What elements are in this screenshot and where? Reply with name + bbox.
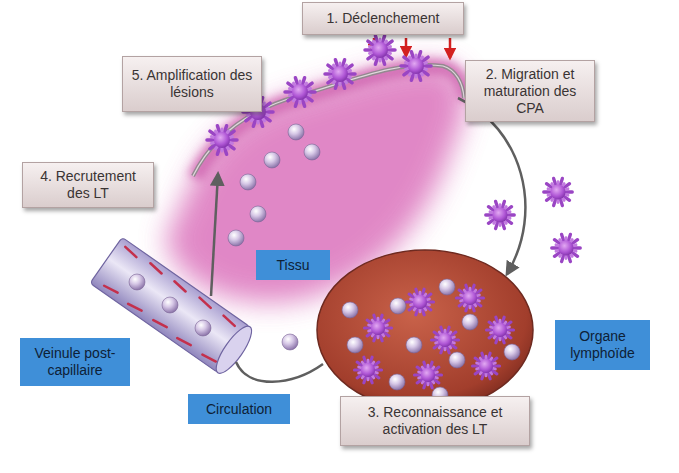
node-text: 2. Migration et maturation des CPA (474, 66, 586, 116)
dendritic-cell (407, 289, 434, 315)
recruitment-arrow (211, 174, 218, 296)
region-label: Veinule post-capillaire (20, 338, 130, 386)
lymphocyte (449, 352, 465, 368)
lymphocyte (304, 144, 320, 160)
migration-arrow (458, 98, 525, 274)
dendritic-cell (365, 36, 395, 65)
lymphocyte (129, 274, 145, 290)
region-label: Circulation (188, 394, 290, 424)
step-box: 4. Recrutement des LT (22, 162, 154, 208)
lymphocyte (439, 279, 455, 295)
dendritic-cell (432, 327, 459, 353)
region-label: Tissu (256, 250, 330, 280)
lymphocyte (240, 174, 256, 190)
step-box: 2. Migration et maturation des CPA (465, 60, 595, 122)
circulation-line (236, 362, 323, 382)
dendritic-cell (401, 52, 431, 81)
region-label: Organe lymphoïde (555, 320, 650, 370)
node-text: 1. Déclenchement (327, 10, 440, 27)
lymphocyte (406, 337, 422, 353)
dendritic-cell (415, 362, 442, 388)
dendritic-cell (544, 178, 573, 205)
node-text: 4. Recrutement des LT (31, 168, 145, 202)
lymphocyte (264, 152, 280, 168)
node-text: Circulation (206, 401, 272, 418)
dendritic-cell (355, 357, 382, 383)
node-text: 5. Amplification des lésions (131, 67, 253, 101)
node-text: 3. Reconnaissance et activation des LT (349, 404, 521, 438)
dendritic-cell (487, 317, 514, 343)
lymphocyte (228, 230, 244, 246)
dendritic-cell (552, 234, 581, 261)
dendritic-cell (207, 126, 237, 155)
node-text: Veinule post-capillaire (28, 345, 122, 379)
step-box: 1. Déclenchement (302, 2, 464, 35)
node-text: Organe lymphoïde (563, 328, 642, 362)
lymphocyte (342, 302, 358, 318)
lymphoid-organ (317, 250, 533, 410)
lymphocyte (162, 297, 178, 313)
step-box: 3. Reconnaissance et activation des LT (340, 396, 530, 446)
dendritic-cell (473, 353, 500, 379)
lymphocyte (390, 298, 406, 314)
dendritic-cell (365, 315, 392, 341)
dendritic-cell (486, 201, 515, 228)
lymphocyte (347, 337, 363, 353)
lymphocyte (504, 344, 520, 360)
dendritic-cell (325, 60, 355, 89)
lymphocyte (195, 320, 211, 336)
dendritic-cell (457, 285, 484, 311)
lymphocyte (250, 206, 266, 222)
node-text: Tissu (277, 257, 310, 274)
lymphocyte (462, 314, 478, 330)
lymphocyte (389, 374, 405, 390)
lymphocyte (282, 334, 298, 350)
lymphocyte (288, 124, 304, 140)
step-box: 5. Amplification des lésions (122, 56, 262, 112)
dendritic-cell (285, 78, 315, 107)
